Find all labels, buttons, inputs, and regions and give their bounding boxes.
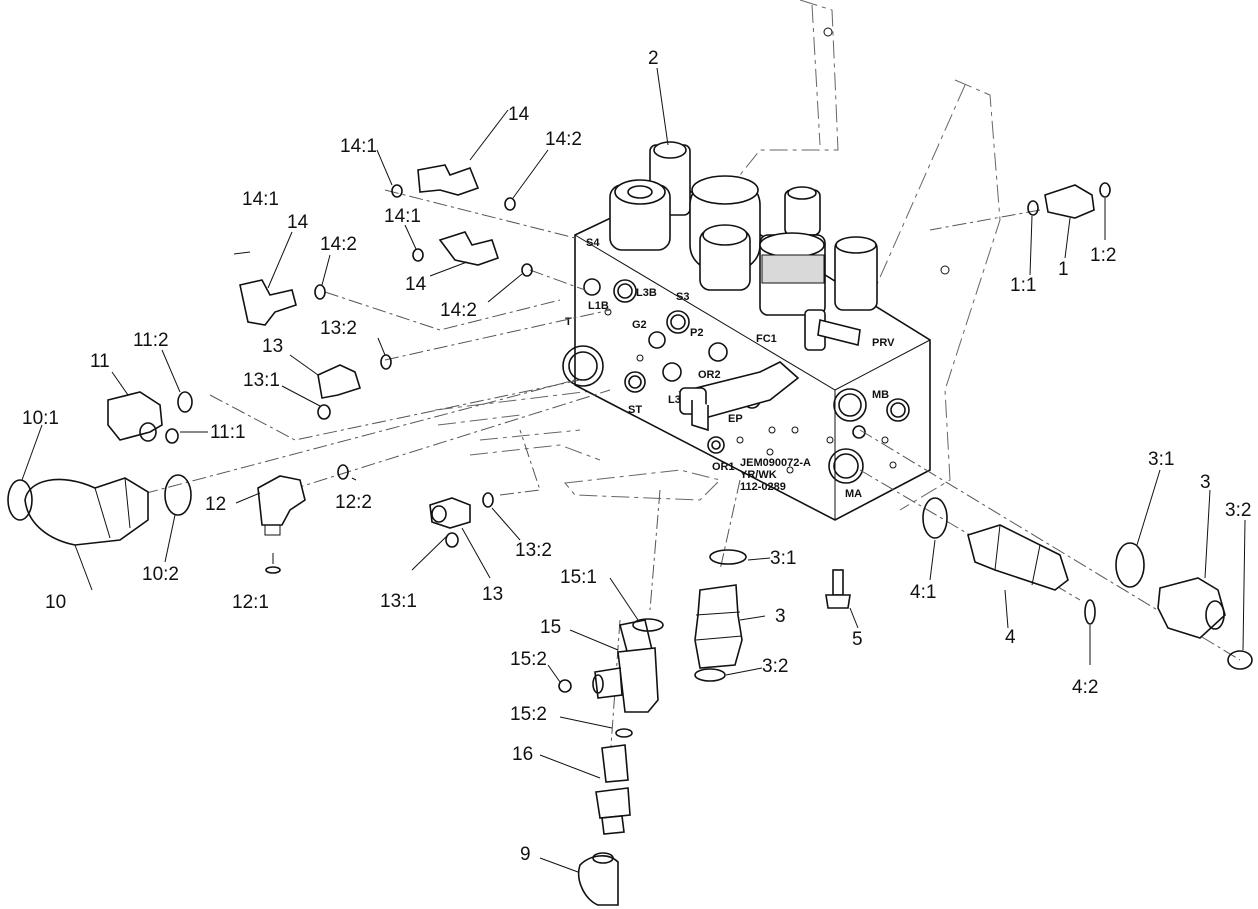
callout-12: 12 xyxy=(205,494,226,515)
port-p2-label: P2 xyxy=(690,327,703,339)
port-g2-label: G2 xyxy=(632,319,647,331)
callout-16: 16 xyxy=(512,744,533,765)
callout-13-2-lower: 13:2 xyxy=(515,540,552,561)
fitting-14-left xyxy=(233,231,331,326)
port-l3b-label: L3B xyxy=(636,287,657,299)
callout-3-2-mid: 3:2 xyxy=(762,656,788,677)
fitting-12 xyxy=(235,464,357,574)
port-st-label: ST xyxy=(628,404,642,416)
ref-number-marking: 112-0289 xyxy=(740,481,786,493)
callout-13-1-lower: 13:1 xyxy=(380,591,417,612)
fitting-14-top xyxy=(376,109,549,211)
port-prv-label: PRV xyxy=(872,337,895,349)
callout-14-left: 14 xyxy=(287,212,309,233)
bolt-5 xyxy=(825,569,859,629)
callout-15-1: 15:1 xyxy=(560,567,597,588)
callout-3-2-right: 3:2 xyxy=(1225,500,1251,521)
cap-9 xyxy=(539,852,619,906)
callout-9: 9 xyxy=(520,844,531,865)
fitting-14-mid xyxy=(404,224,533,303)
callout-14-2-mid: 14:2 xyxy=(440,300,477,321)
fitting-10 xyxy=(7,424,192,591)
fitting-13-upper xyxy=(281,337,392,420)
port-s3-label: S3 xyxy=(676,291,689,303)
callout-13-2-upper: 13:2 xyxy=(320,318,357,339)
callout-10-2: 10:2 xyxy=(142,564,179,585)
callout-4: 4 xyxy=(1005,627,1016,648)
callout-12-1: 12:1 xyxy=(232,592,269,613)
fitting-11 xyxy=(107,349,208,444)
callout-3-right: 3 xyxy=(1200,472,1211,493)
fitting-13-lower xyxy=(411,492,521,579)
fitting-1 xyxy=(1027,182,1111,276)
callout-1: 1 xyxy=(1058,259,1069,280)
fitting-3-right xyxy=(1115,469,1253,670)
fitting-3-mid xyxy=(694,549,771,682)
port-or2-label: OR2 xyxy=(698,369,721,381)
callout-13-1-upper: 13:1 xyxy=(243,370,280,391)
callout-10: 10 xyxy=(45,592,66,613)
port-s4-label: S4 xyxy=(586,237,600,249)
fitting-16 xyxy=(539,744,631,835)
solenoid-connector xyxy=(678,361,800,432)
callout-2: 2 xyxy=(648,48,659,69)
port-ep-label: EP xyxy=(728,413,743,425)
manifold-block: MB MA P2 L3B L3 G2 OR2 OR1 ST EP T L1B F… xyxy=(562,141,931,521)
callout-11-2: 11:2 xyxy=(133,330,169,351)
fitting-4 xyxy=(922,497,1096,665)
callout-15-2a: 15:2 xyxy=(510,649,547,670)
callout-1-1: 1:1 xyxy=(1010,275,1036,296)
callout-4-2: 4:2 xyxy=(1072,677,1098,698)
callout-14-1-top: 14:1 xyxy=(340,136,377,157)
port-t-label: T xyxy=(565,316,572,328)
cartridge-valves xyxy=(609,141,878,351)
callout-14-1-left: 14:1 xyxy=(242,189,279,210)
callout-11: 11 xyxy=(90,351,110,372)
port-l1b-label: L1B xyxy=(588,300,609,312)
part-number-marking: JEM090072-A xyxy=(740,457,811,469)
callout-15-2b: 15:2 xyxy=(510,704,547,725)
callout-10-1: 10:1 xyxy=(22,408,59,429)
fitting-15-tee xyxy=(547,577,664,738)
callout-14-2-top: 14:2 xyxy=(545,129,582,150)
callout-3-1-mid: 3:1 xyxy=(770,548,796,569)
port-l3-label: L3 xyxy=(668,394,681,406)
yr-wk-marking: YR/WK xyxy=(740,469,777,481)
callout-14-1-mid: 14:1 xyxy=(384,206,421,227)
callout-12-2: 12:2 xyxy=(335,492,372,513)
port-ma-label: MA xyxy=(845,488,862,500)
callout-14-mid: 14 xyxy=(405,274,427,295)
callout-5: 5 xyxy=(852,629,863,650)
callout-4-1: 4:1 xyxy=(910,582,936,603)
callout-13-lower: 13 xyxy=(482,584,503,605)
callout-14-top: 14 xyxy=(508,104,530,125)
callout-13-upper: 13 xyxy=(262,336,283,357)
callout-15: 15 xyxy=(540,617,561,638)
callout-1-2: 1:2 xyxy=(1090,245,1116,266)
port-mb-label: MB xyxy=(872,389,889,401)
callout-3-mid: 3 xyxy=(775,606,786,627)
callout-14-2-left: 14:2 xyxy=(320,234,357,255)
port-fc1-label: FC1 xyxy=(756,333,777,345)
callout-11-1: 11:1 xyxy=(210,422,246,443)
port-or1-label: OR1 xyxy=(712,461,735,473)
callout-3-1-right: 3:1 xyxy=(1148,449,1174,470)
